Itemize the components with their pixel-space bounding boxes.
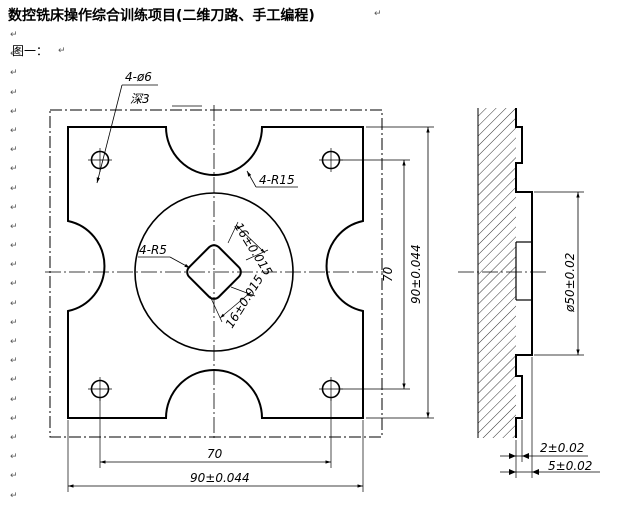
paragraph-mark: ↵ — [10, 68, 18, 79]
part-outline — [67, 126, 364, 419]
side-view: ø50±0.02 2±0.02 5±0.02 — [458, 108, 600, 478]
dim-step-5-label: 5±0.02 — [548, 459, 592, 473]
dim-step-2-label: 2±0.02 — [540, 441, 584, 455]
slot-width-label-top: 16±0.015 — [231, 220, 275, 278]
paragraph-mark: ↵ — [10, 145, 18, 156]
arc-callout-leader — [246, 170, 257, 188]
paragraph-mark: ↵ — [10, 413, 18, 424]
paragraph-mark: ↵ — [10, 356, 18, 367]
paragraph-mark: ↵ — [10, 317, 18, 328]
document-title: 数控铣床操作综合训练项目(二维刀路、手工编程) — [8, 8, 315, 24]
dim-width-70-label: 70 — [207, 447, 223, 461]
slot-width-label-bottom: 16±0.015 — [223, 273, 267, 331]
hole-depth-label: 深3 — [130, 92, 150, 106]
side-profile — [515, 108, 533, 438]
fillet-callout-leader — [169, 256, 191, 269]
slot-width-dimensions — [209, 221, 269, 323]
paragraph-mark: ↵ — [10, 452, 18, 463]
stock-boundary — [49, 109, 383, 438]
paragraph-marks-column: ↵ ↵ ↵ ↵ ↵ ↵ ↵ ↵ ↵ ↵ ↵ ↵ ↵ ↵ ↵ ↵ ↵ ↵ ↵ ↵ ↵ ↵ ↵ ↵ ↵ — [10, 26, 22, 506]
paragraph-mark: ↵ — [10, 125, 18, 136]
hole-center-marks — [88, 148, 343, 401]
dim-diameter-label: ø50±0.02 — [563, 253, 577, 313]
paragraph-mark: ↵ — [10, 432, 18, 443]
paragraph-mark: ↵ — [10, 375, 18, 386]
paragraph-mark: ↵ — [10, 221, 18, 232]
paragraph-mark: ↵ — [10, 87, 18, 98]
front-view: 4-ø6 深3 4-R15 4-R5 16±0.015 16±0.015 70 — [45, 70, 434, 492]
arc-callout-label: 4-R15 — [259, 173, 295, 187]
dim-height-90-label: 90±0.044 — [409, 244, 423, 304]
hole-callout-label: 4-ø6 — [125, 70, 152, 84]
paragraph-mark: ↵ — [58, 46, 66, 56]
figure-label: 图一： — [12, 44, 49, 58]
paragraph-mark: ↵ — [10, 394, 18, 405]
section-hatch — [478, 108, 516, 438]
paragraph-mark: ↵ — [10, 490, 18, 501]
dim-height-70-label: 70 — [381, 266, 395, 282]
paragraph-mark: ↵ — [10, 260, 18, 271]
fillet-callout-label: 4-R5 — [139, 243, 167, 257]
dim-arrows — [509, 453, 539, 475]
paragraph-mark: ↵ — [10, 279, 18, 290]
paragraph-mark: ↵ — [10, 164, 18, 175]
paragraph-mark: ↵ — [10, 241, 18, 252]
paragraph-mark: ↵ — [10, 49, 18, 60]
paragraph-mark: ↵ — [10, 337, 18, 347]
paragraph-mark: ↵ — [10, 106, 18, 117]
dim-width-90-label: 90±0.044 — [190, 471, 250, 485]
boss-circle — [134, 192, 294, 352]
paragraph-mark: ↵ — [10, 471, 18, 482]
center-pocket — [186, 244, 242, 300]
paragraph-mark: ↵ — [374, 9, 382, 19]
paragraph-mark: ↵ — [10, 30, 18, 40]
paragraph-mark: ↵ — [10, 298, 18, 309]
corner-holes — [88, 148, 343, 401]
hole-callout-leader — [96, 84, 123, 184]
paragraph-mark: ↵ — [10, 183, 18, 194]
paragraph-mark: ↵ — [10, 202, 18, 213]
